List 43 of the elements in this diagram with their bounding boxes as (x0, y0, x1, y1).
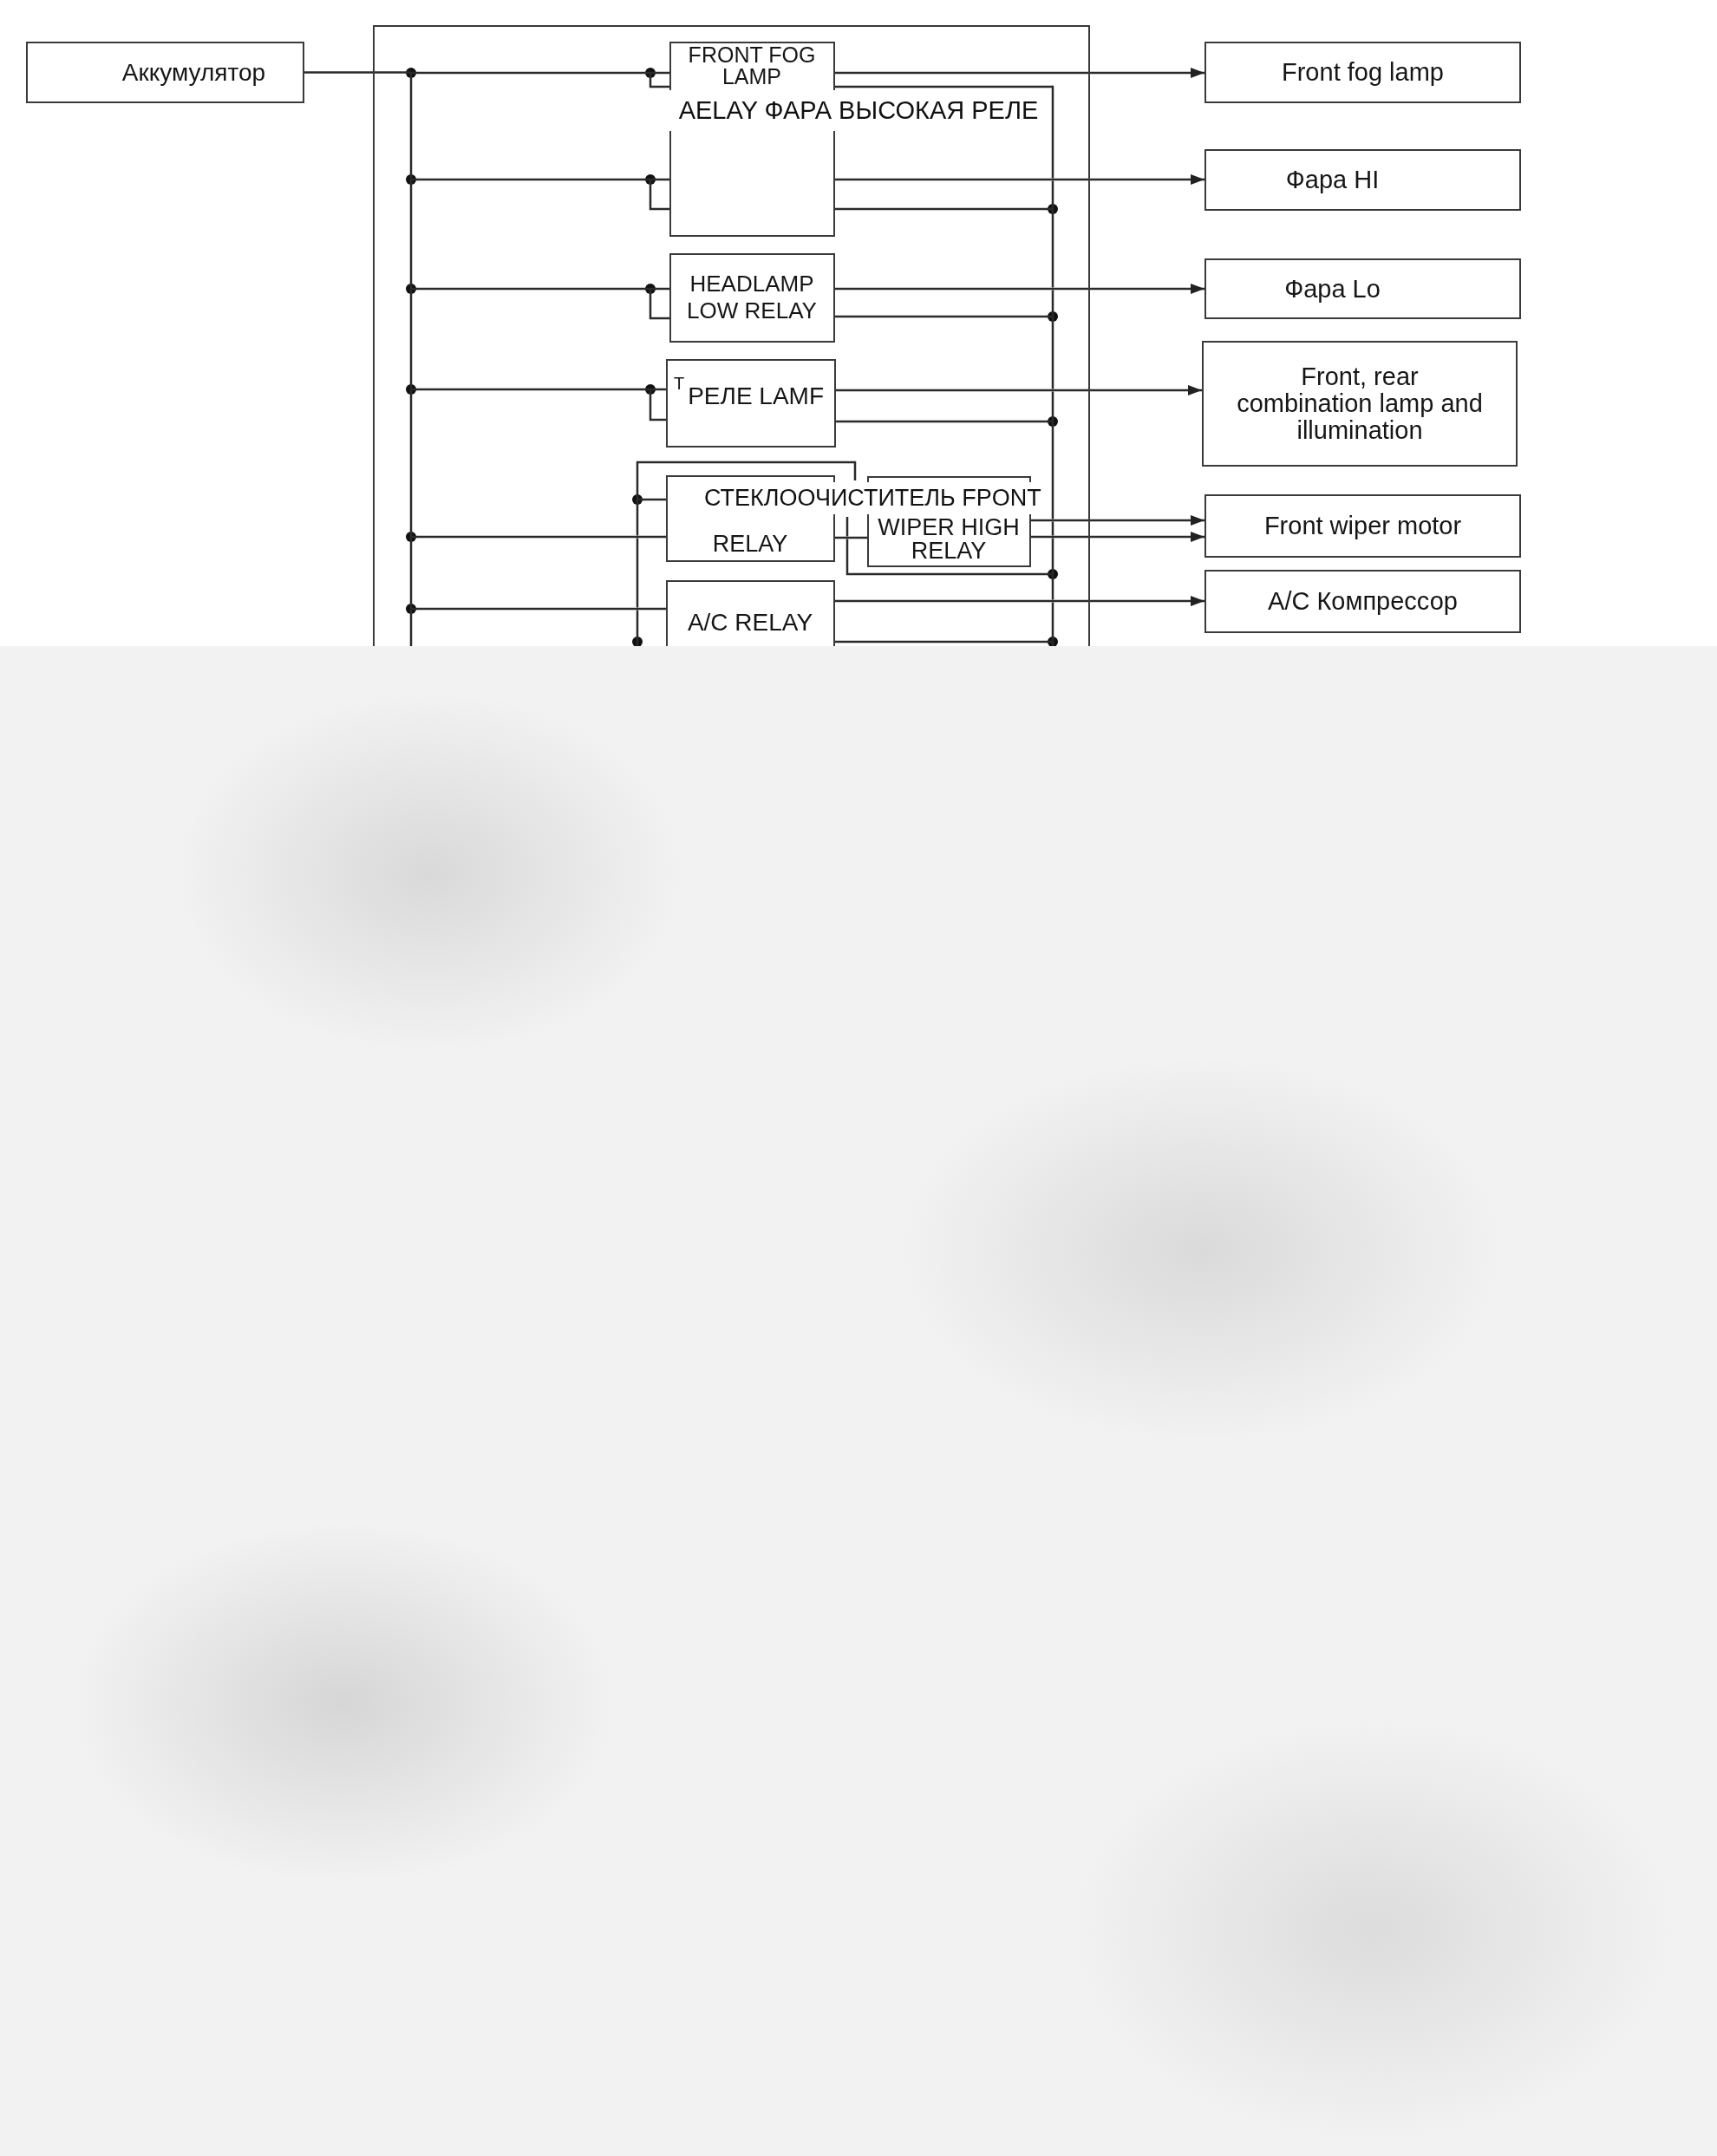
wire (636, 461, 1054, 648)
wire (835, 85, 1053, 88)
relay-box (669, 252, 835, 343)
arrow (835, 174, 1205, 185)
wire (411, 535, 666, 539)
component-box (1205, 570, 1521, 633)
component-label: WIPER HIGH RELAY (877, 515, 1021, 563)
component-label: FRONT FOG LAMP (687, 43, 817, 88)
wire (409, 388, 668, 421)
wire (835, 315, 1053, 318)
arrow (835, 596, 1205, 606)
component-label: RELAY (712, 529, 788, 558)
component-box (1205, 494, 1521, 558)
wire (409, 287, 671, 320)
component-box (1205, 42, 1521, 103)
component-label: Фара Lo (1284, 273, 1381, 304)
wire (409, 71, 671, 88)
arrow (836, 385, 1202, 395)
component-box (1205, 258, 1521, 319)
component-label: Аккумулятор (121, 57, 266, 88)
wire (836, 420, 1053, 423)
component-label: Фара HI (1285, 165, 1380, 195)
arrow (835, 284, 1205, 294)
component-label: Front fog lamp (1282, 57, 1444, 88)
wire (835, 207, 1053, 211)
arrow (835, 68, 1205, 78)
component-box (1202, 341, 1518, 467)
relay-box (665, 358, 836, 448)
wire (835, 640, 1053, 644)
component-label: A/C Компрессор (1268, 586, 1458, 617)
component-label: T (673, 372, 685, 394)
wire (1051, 84, 1054, 648)
component-label: РЕЛЕ LAMF (688, 381, 825, 411)
arrow (1031, 515, 1205, 526)
component-label: Front, rear combination lamp and illumination (1236, 363, 1484, 444)
component-label: HEADLAMP LOW RELAY (686, 271, 818, 324)
component-box (1205, 149, 1521, 211)
wire (835, 536, 867, 539)
component-box (26, 42, 304, 103)
component-label: Front wiper motor (1263, 511, 1462, 541)
wire (411, 607, 666, 611)
component-label: A/C RELAY (687, 607, 813, 637)
arrow (1031, 532, 1205, 542)
